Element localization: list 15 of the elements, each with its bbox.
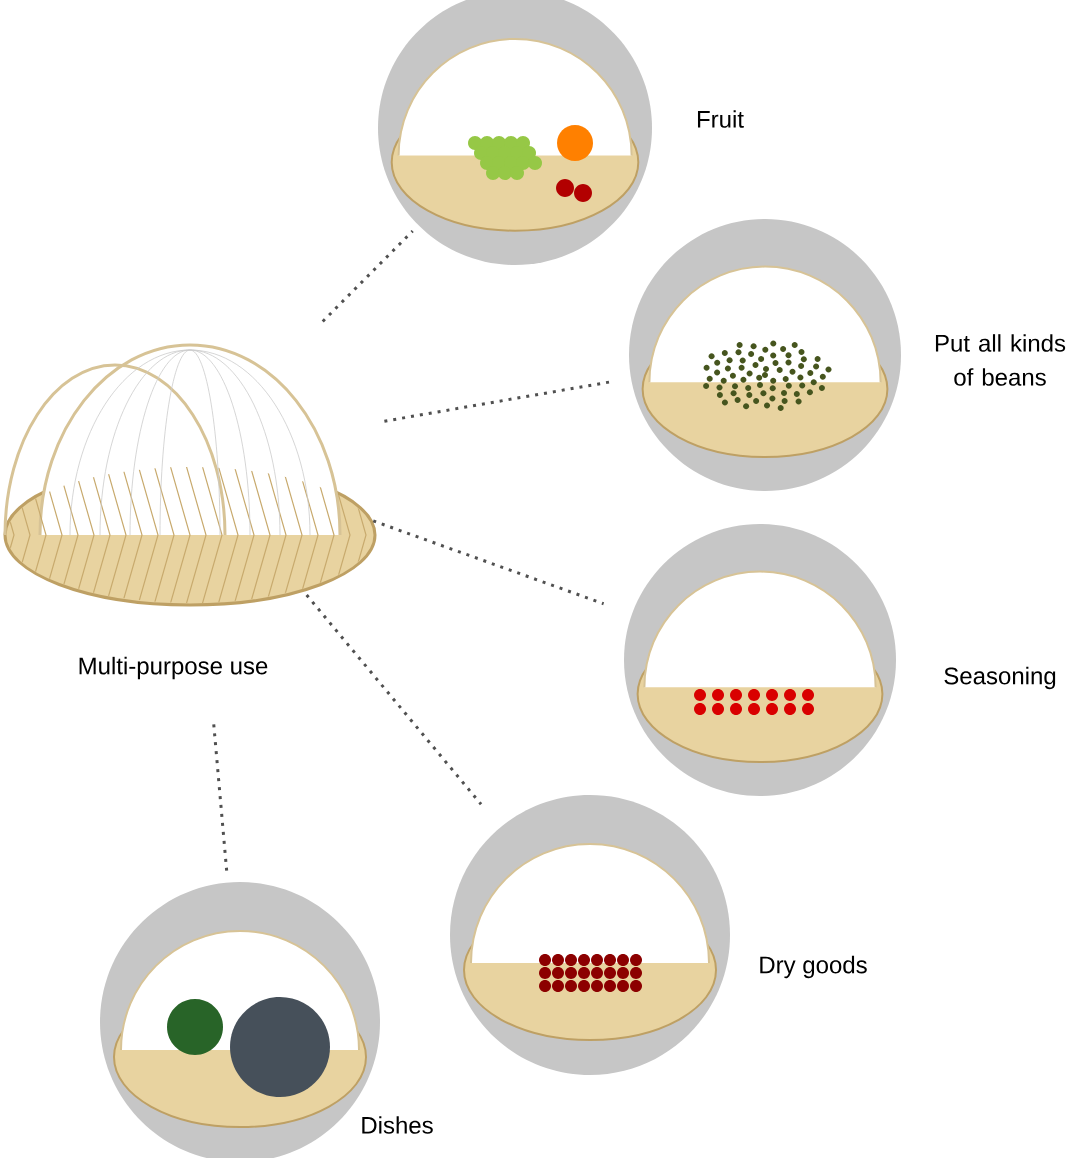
basket-drawing (3, 343, 377, 607)
photo-circle (450, 795, 730, 1075)
dotted-line (305, 594, 483, 806)
caption-text: Put all kinds of beans (935, 334, 1066, 386)
caption-text: Seasoning (944, 666, 1056, 690)
caption-text: Multi-purpose use (79, 656, 268, 680)
caption-text: Dry goods (760, 955, 867, 979)
photo-circle (629, 219, 901, 491)
dotted-line (372, 519, 605, 606)
dotted-line (212, 724, 229, 873)
dotted-line (321, 229, 414, 323)
photo-circle (624, 524, 896, 796)
dotted-line (384, 380, 610, 423)
caption-text: Fruit (698, 110, 744, 128)
caption-text: Dishes (362, 1116, 433, 1134)
